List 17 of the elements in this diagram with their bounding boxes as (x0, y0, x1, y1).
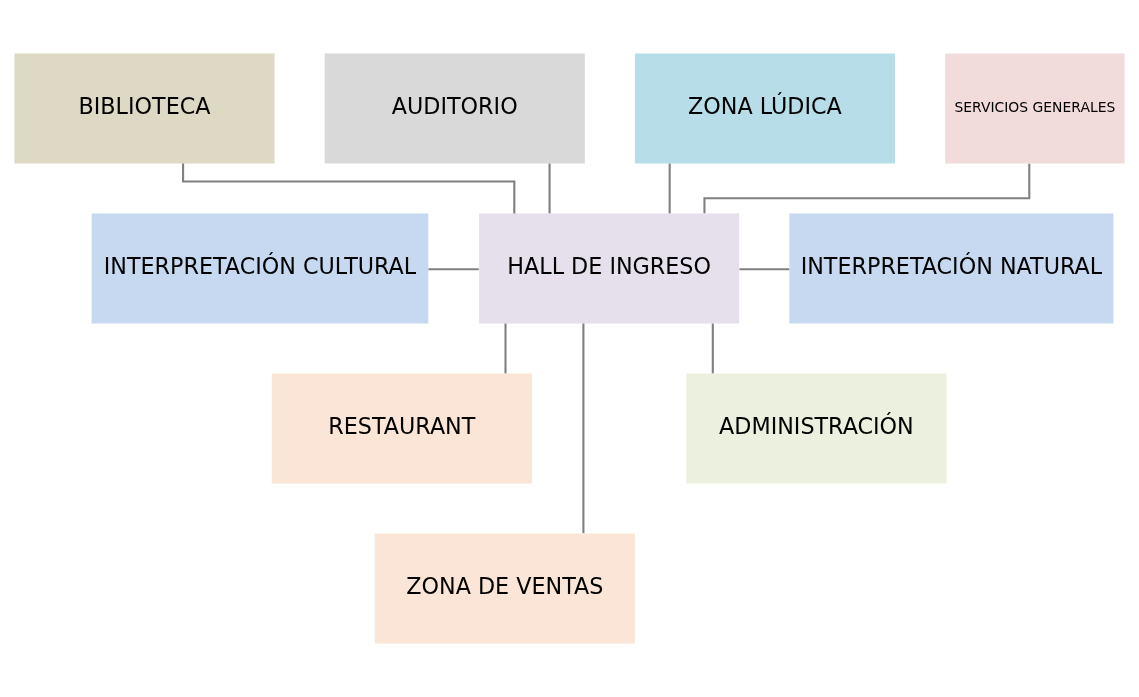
node-box: AUDITORIO (324, 53, 585, 164)
node-box: ZONA LÚDICA (634, 53, 896, 164)
node-box: ZONA DE VENTAS (374, 533, 635, 644)
connector (711, 323, 714, 374)
connector (504, 323, 507, 374)
node-box: SERVICIOS GENERALES (945, 53, 1125, 164)
node-box: ADMINISTRACIÓN (686, 373, 947, 484)
connector (428, 268, 479, 271)
node-box: INTERPRETACIÓN NATURAL (789, 213, 1114, 324)
connector (668, 163, 671, 214)
node-box: INTERPRETACIÓN CULTURAL (91, 213, 429, 324)
node-box: BIBLIOTECA (14, 53, 275, 164)
connector (548, 163, 551, 214)
node-box: HALL DE INGRESO (479, 213, 740, 324)
connector (582, 323, 585, 534)
connector (739, 268, 790, 271)
node-box: RESTAURANT (271, 373, 532, 484)
